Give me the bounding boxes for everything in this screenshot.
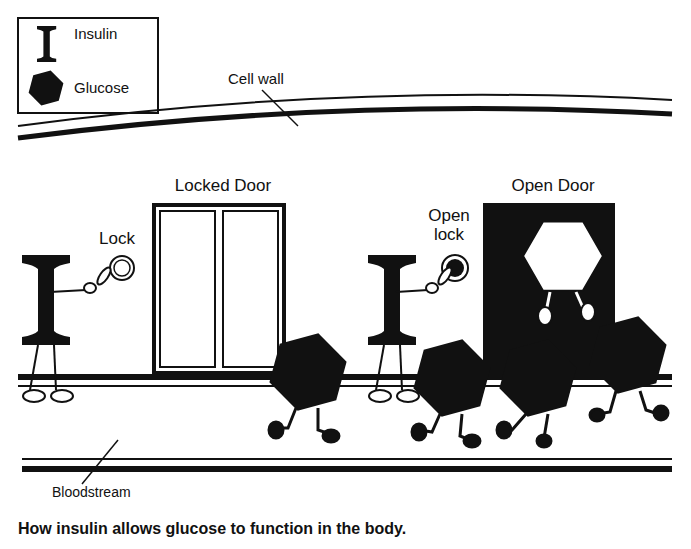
legend-label: Insulin	[74, 25, 117, 42]
lock-symbol	[114, 260, 130, 276]
bloodstream-line	[22, 466, 672, 472]
glucose-figure	[264, 324, 352, 442]
open-lock-symbol	[446, 259, 464, 277]
glucose-figure	[513, 204, 613, 325]
glucose-figure	[584, 307, 672, 421]
bloodstream-line	[22, 458, 672, 460]
insulin-symbol	[37, 26, 56, 62]
door-label: Locked Door	[106, 176, 340, 196]
legend-box	[18, 18, 158, 113]
leader-line	[262, 90, 298, 126]
door-panel	[160, 211, 215, 367]
glucose-figure	[494, 330, 582, 447]
insulin-figure	[368, 255, 454, 402]
open-lock-symbol	[442, 255, 468, 281]
insulin-figure	[22, 255, 113, 402]
legend-label: Glucose	[74, 79, 129, 96]
part-label: Cell wall	[228, 70, 284, 87]
part-label: Lock	[99, 229, 135, 249]
door-label: Open Door	[437, 176, 669, 196]
figure-caption: How insulin allows glucose to function i…	[18, 520, 406, 538]
door-box: Locked Door	[152, 203, 286, 375]
glucose-symbol	[26, 67, 65, 110]
glucose-figure	[408, 330, 496, 447]
leader-line	[82, 440, 118, 484]
door-panel	[223, 211, 278, 367]
part-label: Open lock	[420, 206, 478, 244]
floor-line	[18, 385, 672, 387]
door-box: Open Door	[483, 203, 615, 375]
cell-wall-line	[18, 109, 672, 138]
lock-symbol	[110, 256, 134, 280]
part-label: Bloodstream	[52, 484, 131, 500]
